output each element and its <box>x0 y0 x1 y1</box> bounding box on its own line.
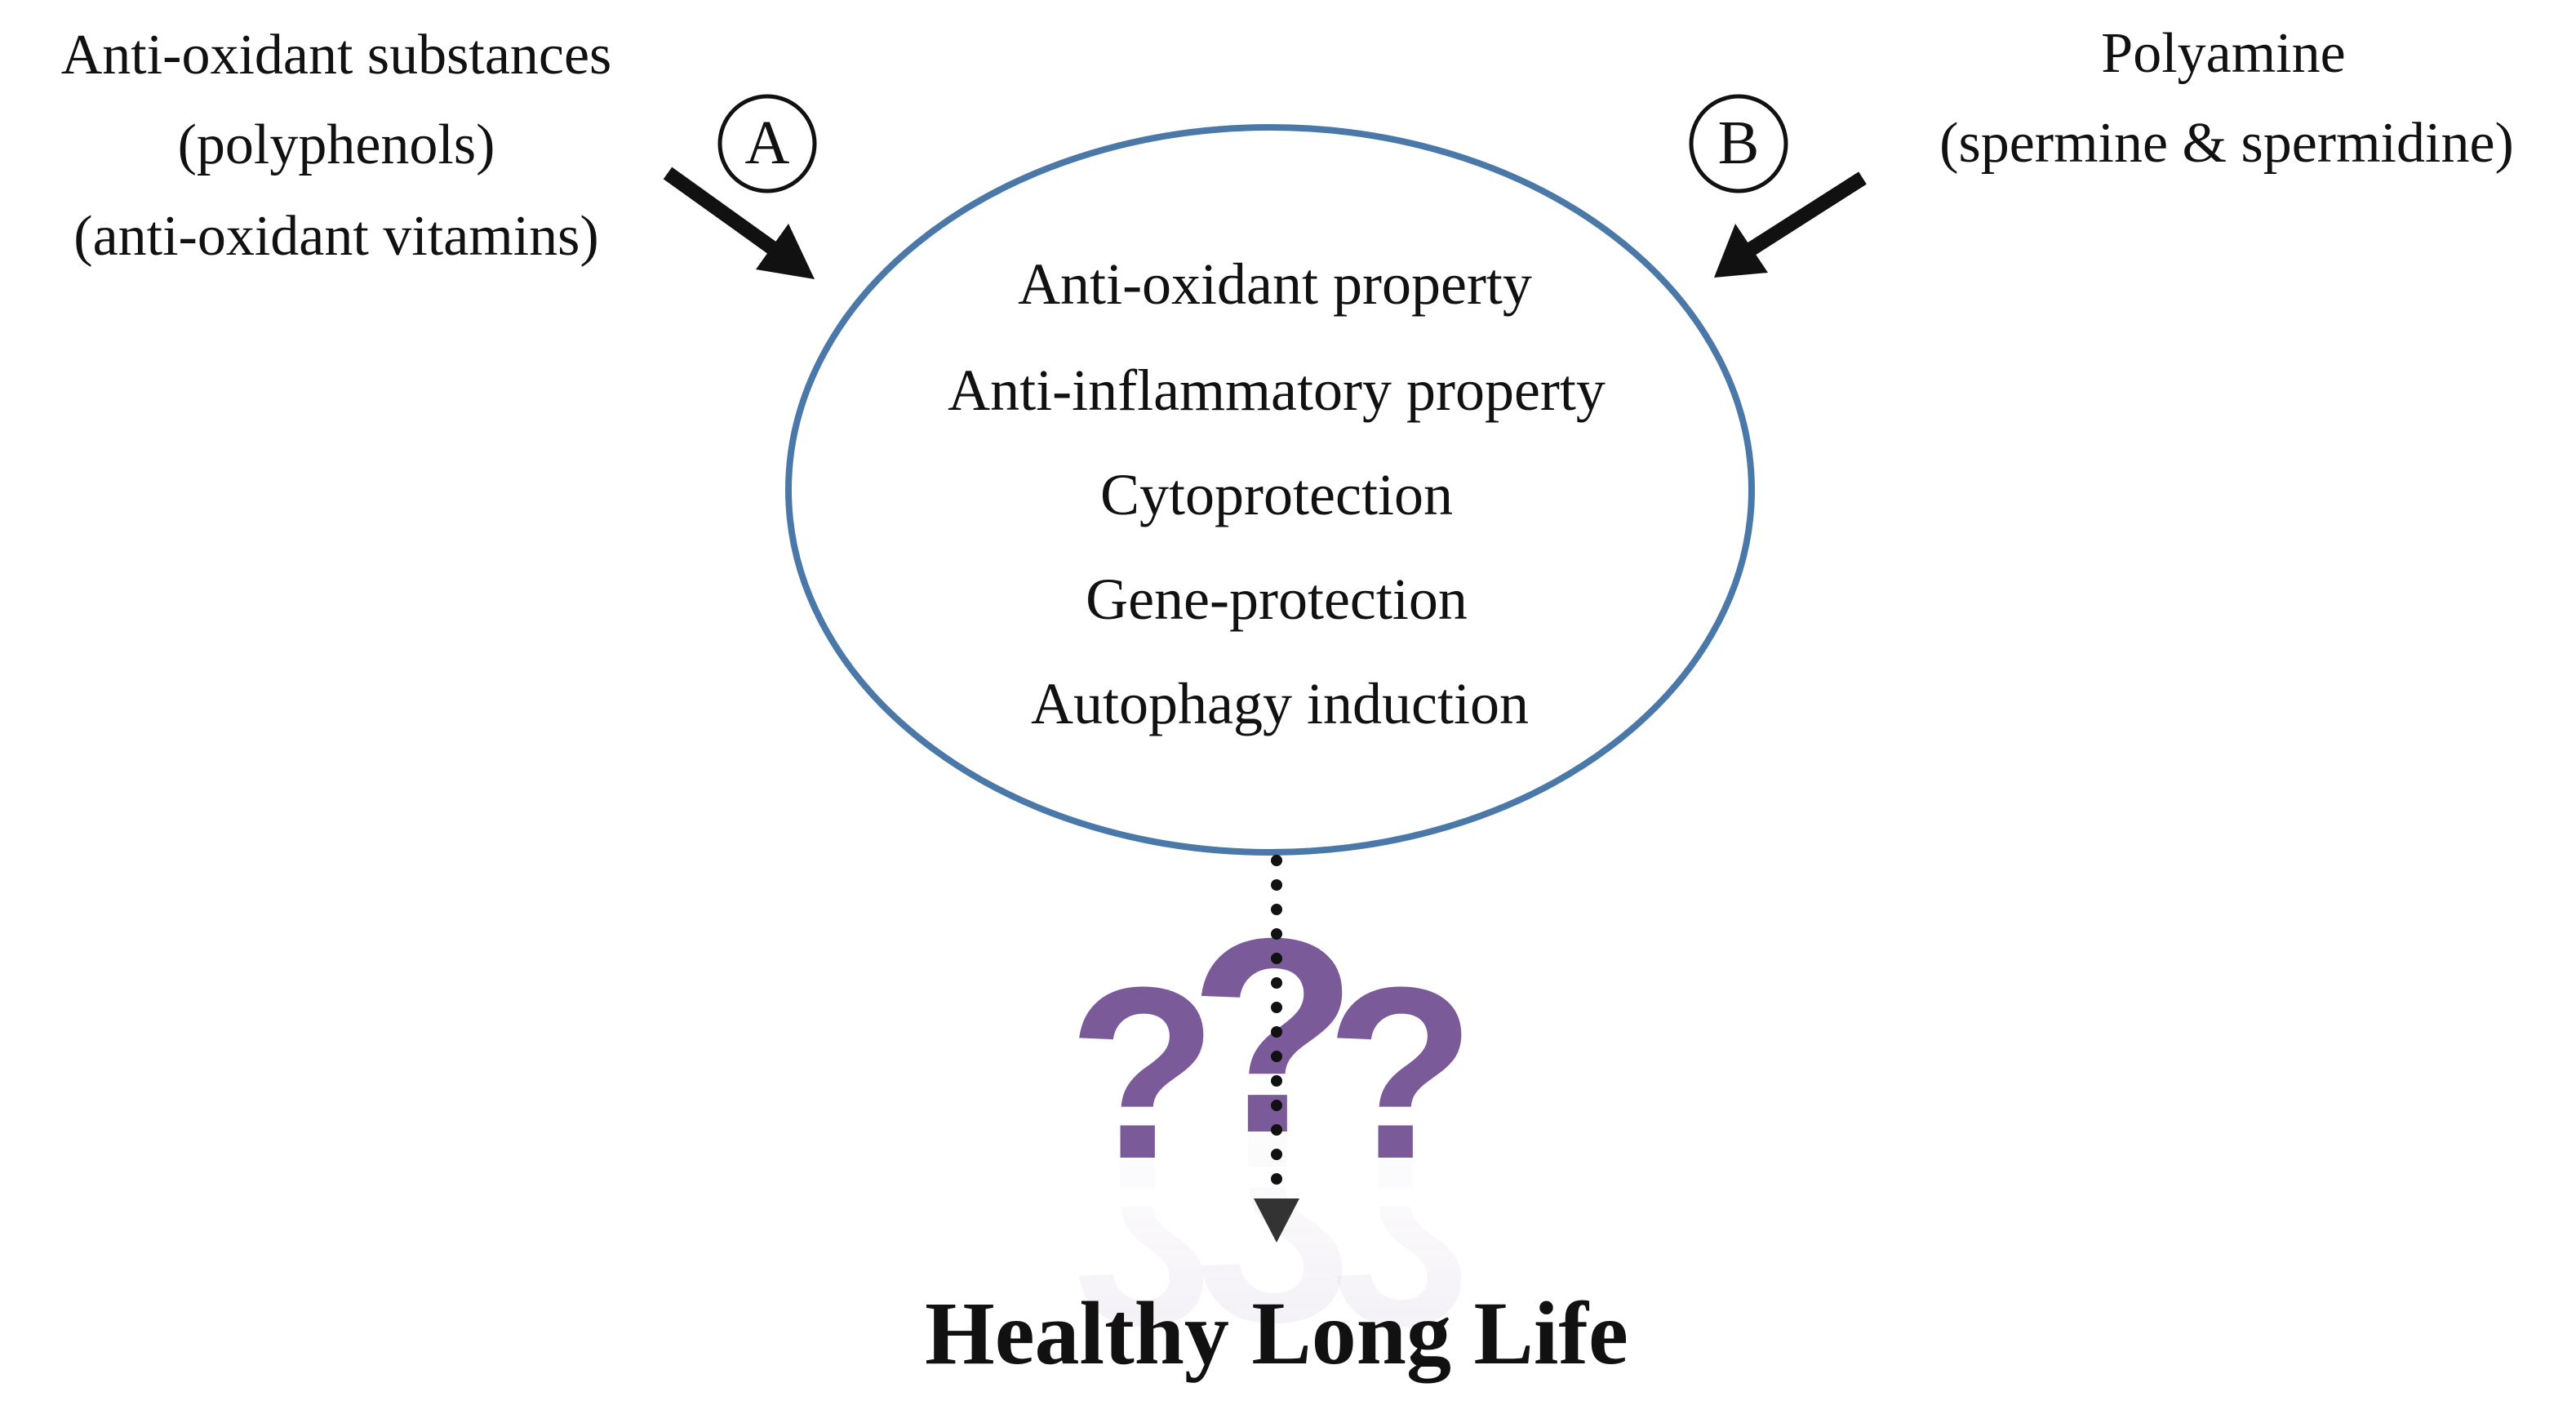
right-source-line1: Polyamine <box>2101 22 2345 85</box>
property-item: Gene-protection <box>1086 567 1468 632</box>
arrow-a-icon <box>663 167 815 279</box>
badge-b: B <box>1689 94 1788 193</box>
outcome-label: Healthy Long Life <box>925 1283 1628 1383</box>
left-source-line3: (anti-oxidant vitamins) <box>73 205 598 268</box>
question-mark-left-icon: ? <box>1068 936 1217 1210</box>
central-ellipse <box>785 124 1755 856</box>
property-item: Autophagy induction <box>1031 671 1529 736</box>
left-source-line1: Anti-oxidant substances <box>61 24 612 87</box>
question-mark-reflection: ? ? ? <box>1068 1070 1475 1381</box>
badge-b-label: B <box>1718 109 1760 177</box>
badge-a: A <box>717 94 817 193</box>
arrow-b-icon <box>1714 171 1867 278</box>
property-item: Anti-oxidant property <box>1018 251 1532 317</box>
property-item: Cytoprotection <box>1100 462 1453 527</box>
connector-arrowhead-icon <box>1254 1198 1299 1243</box>
right-source-line2: (spermine & spermidine) <box>1939 112 2514 175</box>
badge-a-label: A <box>745 109 790 177</box>
svg-text:?: ? <box>1068 1104 1217 1378</box>
svg-text:?: ? <box>1326 1104 1475 1378</box>
left-source-line2: (polyphenols) <box>178 113 495 176</box>
property-item: Anti-inflammatory property <box>948 358 1606 423</box>
question-mark-right-icon: ? <box>1326 936 1475 1210</box>
